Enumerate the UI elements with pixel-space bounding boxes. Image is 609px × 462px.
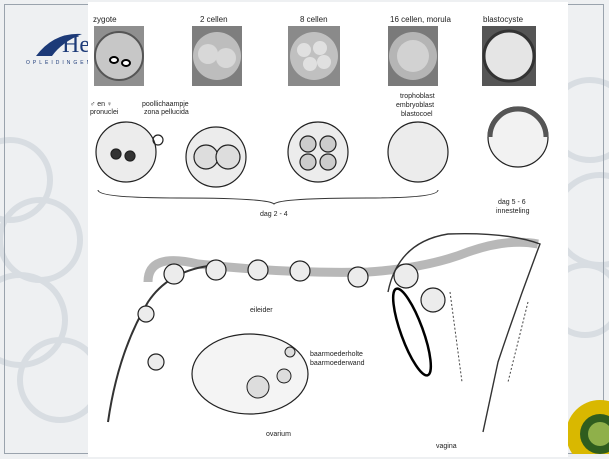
label-trophoblast: trophoblast — [400, 93, 435, 100]
stage-label-2-cellen: 2 cellen — [200, 15, 228, 24]
label-blastocoel: blastocoel — [401, 111, 433, 118]
micrograph-8-cellen — [288, 26, 340, 86]
eileider-tube — [148, 242, 538, 282]
stage-label-zygote: zygote — [93, 15, 117, 24]
label-pronuclei-2: pronuclei — [90, 109, 119, 116]
label-dag-5-6: dag 5 - 6 — [498, 199, 526, 206]
label-ovarium: ovarium — [266, 431, 291, 438]
label-zona-pellucida: zona pellucida — [144, 109, 189, 116]
label-innesteling: innesteling — [496, 208, 530, 215]
bracket-dag-2-4 — [98, 190, 438, 204]
drawing-8-cellen — [288, 122, 348, 182]
stage-label-morula: 16 cellen, morula — [390, 15, 451, 24]
stage-label-blastocyste: blastocyste — [483, 15, 524, 24]
label-poollichaampje: poollichaampje — [142, 101, 189, 108]
micrograph-2-cellen — [192, 26, 242, 86]
label-embryoblast: embryoblast — [396, 102, 434, 109]
micrograph-blastocyste — [482, 26, 536, 86]
embryo-diagram: zygote 2 cellen 8 cellen 16 cellen, moru… — [88, 2, 568, 457]
label-vagina: vagina — [436, 443, 457, 450]
drawing-morula — [388, 122, 448, 182]
label-baarmoederholte: baarmoederholte — [310, 351, 363, 358]
micrograph-morula — [388, 26, 438, 86]
label-dag-2-4: dag 2 - 4 — [260, 211, 288, 218]
label-pronuclei-1: ♂ en ♀ — [90, 101, 112, 108]
label-eileider: eileider — [250, 307, 273, 314]
label-baarmoederwand: baarmoederwand — [310, 360, 365, 367]
micrograph-zygote — [94, 26, 144, 86]
logo-subtitle: OPLEIDINGEN — [26, 60, 93, 66]
drawing-zygote — [96, 122, 156, 182]
stage-label-8-cellen: 8 cellen — [300, 15, 328, 24]
